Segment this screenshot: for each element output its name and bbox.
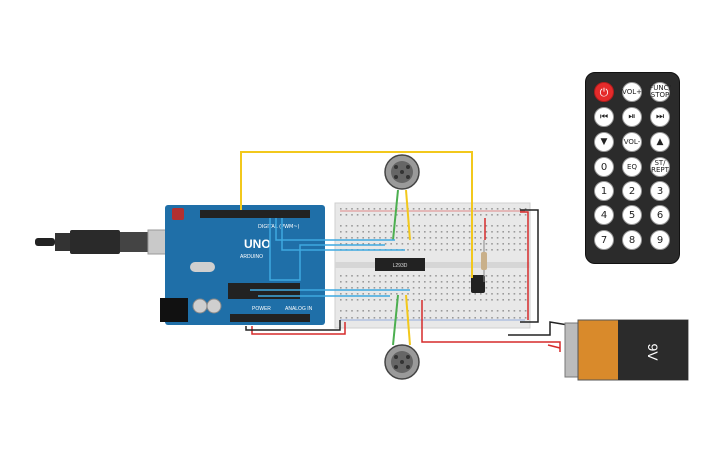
analog-label: ANALOG IN: [285, 306, 313, 312]
up-button[interactable]: ▲: [650, 132, 670, 152]
digit-4-button[interactable]: 4: [594, 205, 614, 225]
down-button[interactable]: ▼: [594, 132, 614, 152]
arduino-brand: ARDUINO: [240, 254, 263, 260]
speaker-top[interactable]: [384, 154, 420, 190]
previous-button[interactable]: ⏮: [594, 107, 614, 127]
digit-1-button[interactable]: 1: [594, 181, 614, 201]
digit-7-button[interactable]: 7: [594, 230, 614, 250]
reset-button[interactable]: [172, 208, 184, 220]
resistor[interactable]: [481, 240, 487, 282]
chip-label: L293D: [393, 263, 408, 269]
wires: [240, 151, 569, 352]
digit-0-button[interactable]: 0: [594, 157, 614, 177]
usb-cable[interactable]: [35, 229, 181, 255]
digit-6-button[interactable]: 6: [650, 205, 670, 225]
func-stop-button[interactable]: FUNC/ STOP: [649, 82, 671, 102]
battery-9v[interactable]: 9V: [564, 319, 689, 381]
uno-logo: UNO: [244, 237, 271, 251]
digit-2-button[interactable]: 2: [622, 181, 642, 201]
l293d-chip[interactable]: L293D: [375, 258, 425, 271]
st-rept-button[interactable]: ST/ REPT: [650, 157, 670, 177]
breadboard[interactable]: [334, 202, 531, 329]
eq-button[interactable]: EQ: [622, 157, 642, 177]
arduino-board[interactable]: DIGITAL (PWM~) POWER ANALOG IN UNO ARDUI…: [160, 205, 325, 325]
digit-9-button[interactable]: 9: [650, 230, 670, 250]
speaker-bottom[interactable]: [384, 344, 420, 380]
digital-label: DIGITAL (PWM~): [258, 224, 300, 230]
digit-8-button[interactable]: 8: [622, 230, 642, 250]
battery-voltage-label: 9V: [645, 343, 661, 361]
vol-down-button[interactable]: VOL-: [622, 132, 642, 152]
digit-5-button[interactable]: 5: [622, 205, 642, 225]
play-pause-button[interactable]: ⏯: [622, 107, 642, 127]
breadboard-holes: [340, 208, 527, 319]
power-label: POWER: [252, 306, 271, 312]
digit-3-button[interactable]: 3: [650, 181, 670, 201]
power-button[interactable]: ⏻: [594, 82, 614, 102]
ir-receiver[interactable]: [471, 275, 485, 293]
vol-up-button[interactable]: VOL+: [622, 82, 642, 102]
next-button[interactable]: ⏭: [650, 107, 670, 127]
